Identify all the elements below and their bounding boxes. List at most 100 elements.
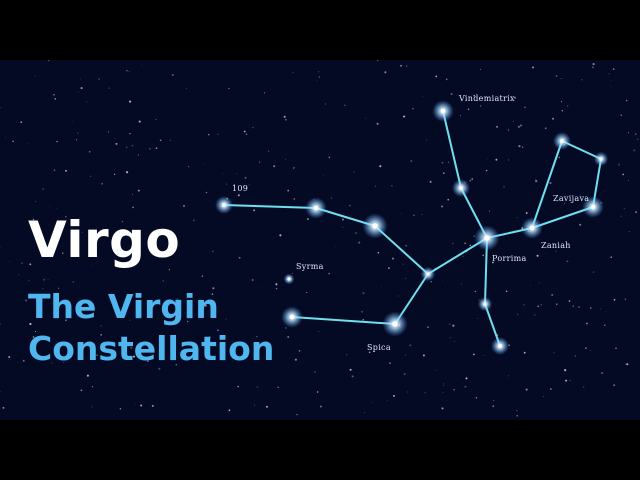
background-star (176, 298, 178, 300)
star-i (498, 344, 502, 348)
background-star (617, 163, 621, 166)
background-star (620, 114, 623, 116)
background-star (555, 75, 558, 77)
background-star (362, 318, 365, 321)
background-star (533, 313, 536, 316)
letterbox-top (0, 0, 640, 60)
background-star (80, 78, 81, 80)
background-star (91, 406, 93, 408)
background-star (115, 142, 118, 145)
background-star (113, 173, 116, 175)
background-star (601, 372, 604, 375)
background-star (279, 234, 282, 237)
background-star (72, 281, 75, 283)
background-star (34, 75, 36, 77)
background-star (81, 231, 84, 234)
background-star (465, 377, 468, 380)
background-star (445, 78, 448, 81)
background-star (513, 121, 515, 122)
background-star (306, 218, 309, 220)
background-star (147, 360, 149, 362)
background-star (539, 282, 540, 284)
background-star (275, 287, 278, 290)
star-porrima (484, 235, 490, 241)
background-star (2, 406, 5, 409)
background-star (592, 271, 595, 274)
background-star (318, 331, 320, 332)
background-star (615, 347, 617, 350)
background-star (564, 202, 566, 204)
background-star (258, 285, 260, 287)
label-zavijava: Zavijava (553, 194, 589, 203)
background-star (467, 108, 470, 110)
background-star (169, 139, 171, 141)
star-zaniah (529, 225, 535, 231)
background-star (424, 392, 426, 394)
background-star (620, 215, 622, 217)
star-d (426, 272, 430, 276)
background-star (96, 354, 98, 356)
background-star (625, 99, 628, 102)
background-star (400, 64, 402, 67)
star-spica (392, 321, 398, 327)
background-star (156, 295, 158, 297)
background-star (141, 65, 143, 67)
background-star (285, 327, 287, 329)
background-star (42, 288, 44, 290)
background-star (477, 318, 479, 320)
background-star (361, 310, 364, 313)
background-star (483, 355, 485, 357)
background-star (245, 133, 248, 135)
background-star (454, 341, 455, 342)
background-star (132, 355, 136, 358)
background-star (634, 133, 637, 135)
background-star (128, 71, 130, 73)
background-star (403, 115, 406, 118)
subtitle-line-2: Constellation (28, 329, 275, 368)
star-vindemiatrix (440, 108, 446, 114)
background-star (435, 370, 437, 372)
background-star (441, 205, 443, 208)
background-star (592, 63, 595, 66)
background-star (509, 336, 511, 338)
background-star (158, 367, 161, 370)
background-star (32, 336, 35, 338)
background-star (517, 125, 520, 128)
background-star (114, 138, 116, 140)
background-star (158, 300, 160, 302)
background-star (126, 70, 128, 72)
background-star (108, 87, 110, 89)
background-star (379, 165, 382, 168)
background-star (212, 250, 214, 253)
background-star (318, 76, 321, 78)
background-star (244, 176, 247, 179)
background-star (346, 354, 348, 356)
background-star (441, 407, 444, 410)
background-star (560, 101, 563, 103)
background-star (567, 260, 569, 262)
background-star (540, 303, 542, 306)
background-star (603, 190, 604, 192)
background-star (51, 98, 52, 100)
background-star (185, 88, 187, 90)
background-star (100, 325, 102, 327)
background-star (235, 172, 238, 175)
background-star (253, 404, 256, 406)
star-zavijava (590, 204, 596, 210)
background-star (482, 254, 485, 257)
background-star (293, 198, 295, 200)
label-zaniah: Zaniah (541, 241, 571, 250)
background-star (53, 94, 55, 96)
background-star (471, 178, 474, 180)
background-star (344, 104, 346, 107)
background-star (47, 279, 49, 281)
background-star (628, 231, 630, 233)
star-syrma-faint (287, 277, 291, 281)
background-star (267, 150, 270, 152)
background-star (377, 60, 379, 62)
label-vindemiatrix: Vindemiatrix (458, 94, 515, 103)
background-star (137, 189, 140, 192)
background-star (605, 311, 607, 313)
background-star (432, 131, 434, 133)
background-star (625, 363, 627, 365)
